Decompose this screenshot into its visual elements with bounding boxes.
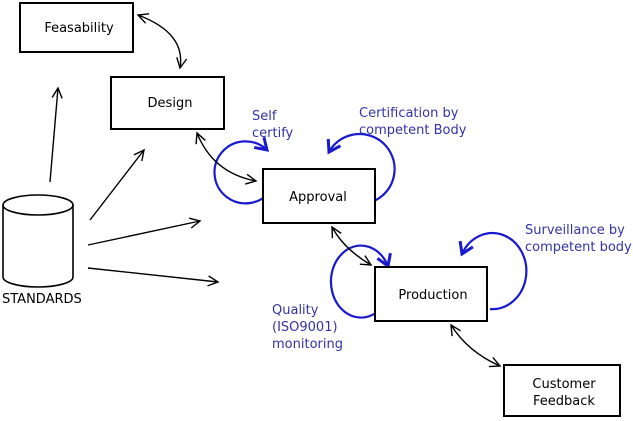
- production-node: Production: [374, 266, 488, 322]
- approval-box: [262, 168, 376, 224]
- arrow-production-customer-feedback: [450, 323, 502, 368]
- arrow-standards-to-design: [89, 148, 145, 221]
- certification-line1: Certification by: [359, 106, 459, 121]
- design-box: [110, 76, 225, 130]
- customer-feedback-label-line1: Customer: [532, 377, 596, 392]
- production-label: Production: [398, 288, 467, 303]
- quality-annotation: Quality (ISO9001) monitoring: [272, 303, 343, 352]
- database-cylinder-top: [2, 194, 74, 216]
- surveillance-line2: competent body: [525, 240, 632, 255]
- self-certify-line1: Self: [252, 109, 277, 124]
- arrow-feasability-design: [136, 13, 188, 70]
- production-box: [374, 266, 488, 322]
- database-cylinder-body: [2, 205, 74, 288]
- quality-line3: monitoring: [272, 337, 343, 352]
- approval-label: Approval: [289, 190, 347, 205]
- customer-feedback-label-line2: Feedback: [533, 394, 595, 409]
- approval-node: Approval: [262, 168, 376, 224]
- customer-feedback-box: [503, 364, 621, 417]
- surveillance-line1: Surveillance by: [525, 223, 625, 238]
- customer-feedback-node: Customer Feedback: [503, 364, 621, 417]
- arrow-standards-to-feasability: [49, 86, 63, 183]
- feasability-box: [19, 2, 134, 53]
- arrow-design-approval: [195, 131, 258, 185]
- surveillance-annotation: Surveillance by competent body: [525, 223, 632, 255]
- self-certify-line2: certify: [252, 126, 294, 141]
- certification-line2: competent Body: [359, 123, 467, 138]
- quality-line2: (ISO9001): [272, 320, 338, 335]
- feasability-label: Feasability: [44, 21, 114, 36]
- design-label: Design: [148, 96, 193, 111]
- certification-annotation: Certification by competent Body: [359, 106, 467, 138]
- quality-line1: Quality: [272, 303, 319, 318]
- design-node: Design: [110, 76, 225, 130]
- loop-surveillance-arrow: [458, 232, 528, 311]
- arrow-standards-to-approval: [87, 217, 202, 246]
- arrow-standards-to-production: [87, 267, 220, 287]
- standards-label: STANDARDS: [2, 292, 82, 307]
- standards-database: STANDARDS: [2, 194, 82, 307]
- arrow-approval-production: [331, 225, 373, 266]
- self-certify-annotation: Self certify: [252, 109, 294, 141]
- feasability-node: Feasability: [19, 2, 134, 53]
- loop-certification-arrow: [326, 132, 396, 206]
